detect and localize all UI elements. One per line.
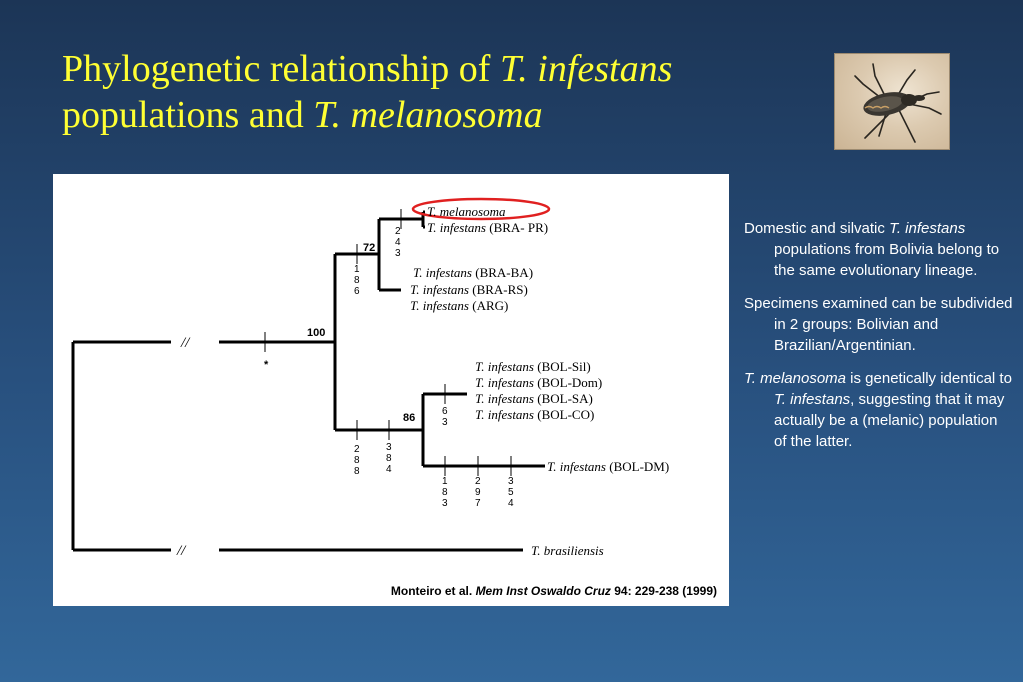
- taxon-label: T. melanosoma: [427, 204, 506, 219]
- taxon-label: T. infestans (BRA- PR): [427, 220, 548, 235]
- note-paragraph-3: T. melanosoma is genetically identical t…: [744, 370, 1012, 450]
- note-paragraph-2: Specimens examined can be subdivided in …: [744, 295, 1013, 354]
- notes-panel: Domestic and silvatic T. infestans popul…: [744, 218, 1014, 464]
- title-species-melanosoma: T. melanosoma: [313, 94, 543, 136]
- taxon-label: T. infestans (BOL-CO): [475, 407, 594, 422]
- branch-break-mark-top: //: [180, 335, 191, 351]
- triatomine-bug-photo: [834, 53, 950, 150]
- melanosoma-highlight-ellipse: [411, 197, 551, 221]
- bootstrap-86: 86: [403, 412, 415, 424]
- citation-journal: Mem Inst Oswaldo Cruz: [475, 584, 611, 598]
- note-paragraph-1: Domestic and silvatic T. infestans popul…: [744, 220, 1000, 279]
- taxon-label: T. infestans (ARG): [410, 298, 508, 313]
- mutation-ticks: [264, 209, 512, 476]
- taxon-label: T. brasiliensis: [531, 543, 604, 558]
- tree-branches: [71, 210, 545, 552]
- taxon-label: T. infestans (BOL-Sil): [475, 359, 591, 374]
- bootstrap-72: 72: [363, 242, 375, 254]
- taxon-label: T. infestans (BRA-RS): [410, 282, 528, 297]
- citation: Monteiro et al. Mem Inst Oswaldo Cruz 94…: [390, 584, 717, 598]
- bootstrap-100: 100: [307, 327, 325, 339]
- taxon-label: T. infestans (BRA-BA): [413, 265, 533, 280]
- bug-icon: [854, 63, 942, 143]
- title-text-2: populations and: [62, 94, 314, 136]
- title-text: Phylogenetic relationship of: [62, 48, 500, 90]
- slide-title: Phylogenetic relationship of T. infestan…: [62, 46, 822, 138]
- star-marker: *: [264, 359, 269, 371]
- taxon-label: T. infestans (BOL-DM): [547, 459, 669, 474]
- taxon-label: T. infestans (BOL-SA): [475, 391, 593, 406]
- branch-break-mark-bottom: //: [176, 543, 187, 559]
- title-species-infestans: T. infestans: [499, 48, 673, 90]
- taxon-label: T. infestans (BOL-Dom): [475, 375, 602, 390]
